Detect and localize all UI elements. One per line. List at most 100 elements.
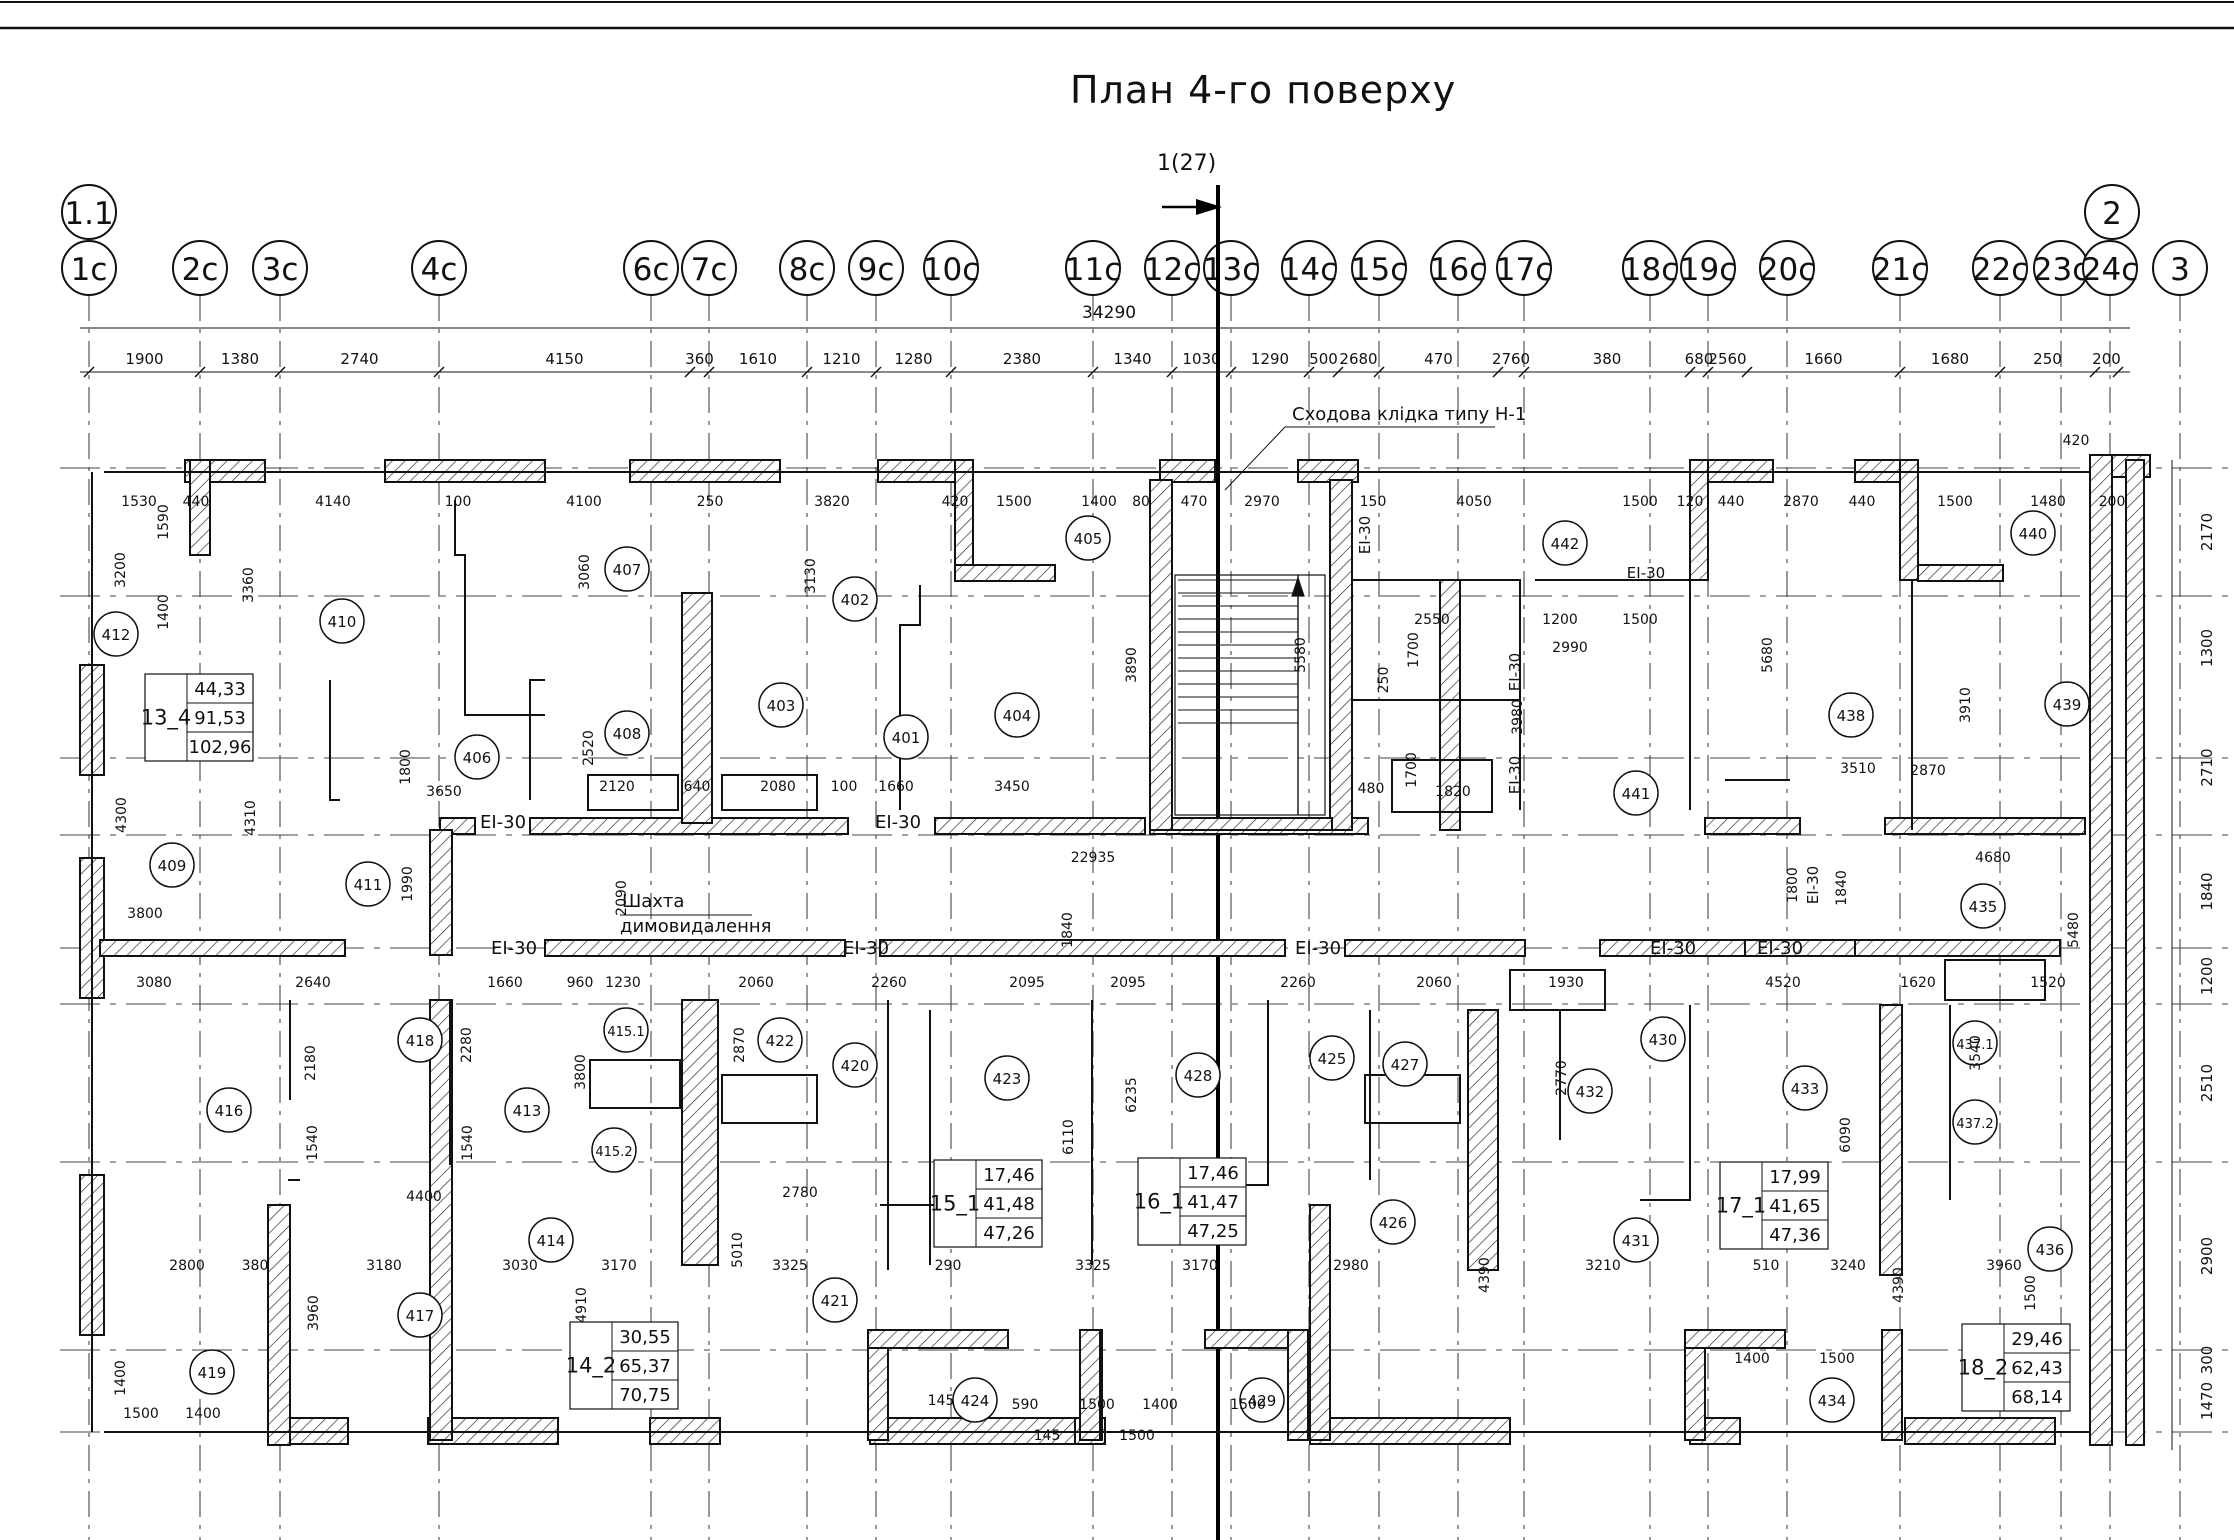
axis-label-18c: 18c [1622,252,1679,288]
axis-bubble-4c [411,240,467,296]
inner-dim-111: 4390 [1477,1257,1493,1293]
axis-label-13c: 13c [1203,252,1260,288]
inner-dim-29: 3130 [803,558,819,594]
inner-dim-71: 2060 [738,975,774,991]
room-429 [1239,1377,1285,1423]
inner-dim-43: 1820 [1435,784,1471,800]
inner-dim-124: 1400 [1734,1351,1770,1367]
dim-tick [433,366,445,378]
apt-id-16_1: 16_1 [1134,1190,1185,1215]
inner-dim-21: 1480 [2030,494,2066,510]
inner-dim-84: 2870 [732,1027,748,1063]
inner-dim-24: 3200 [113,552,129,588]
inner-dim-125: 1500 [1819,1351,1855,1367]
fire-rating-label-4: EI-30 [1295,938,1341,959]
room-label-433: 433 [1791,1080,1820,1098]
apt-area-with-balcony: 47,25 [1187,1221,1239,1242]
apt-living-area: 17,99 [1769,1167,1821,1188]
axis-label-17c: 17c [1496,252,1553,288]
inner-dim-88: 3540 [1968,1035,1984,1071]
inner-dim-36: 1200 [1542,612,1578,628]
room-label-430: 430 [1649,1031,1678,1049]
axis-label-9c: 9c [858,252,895,288]
inner-dim-48: 640 [684,779,711,795]
fire-rating-label-2: EI-30 [491,938,537,959]
dim-top-19: 1660 [1804,350,1842,368]
inner-dim-2: 4140 [315,494,351,510]
dim-top-4: 360 [685,350,714,368]
axis-bubble-21c [1872,240,1928,296]
room-label-440: 440 [2019,525,2048,543]
inner-dim-67: 2640 [295,975,331,991]
dim-top-2: 2740 [340,350,378,368]
dim-top-10: 1030 [1182,350,1220,368]
axis-label-1c: 1c [71,252,108,288]
apt-area-with-balcony: 70,75 [619,1385,671,1406]
inner-dim-115: 1500 [123,1406,159,1422]
apt-total-area: 65,37 [619,1356,671,1377]
inner-dim-86: 6235 [1124,1077,1140,1113]
dim-right-8: 1470 [2198,1382,2216,1420]
room-label-410: 410 [328,613,357,631]
dim-top-20: 1680 [1931,350,1969,368]
inner-dim-9: 1400 [1081,494,1117,510]
dim-right-4: 1200 [2198,957,2216,995]
room-436 [2027,1226,2073,1272]
inner-dim-77: 1930 [1548,975,1584,991]
overall-dimension-label: 34290 [1082,303,1136,323]
inner-dim-97: 3030 [502,1258,538,1274]
inner-dim-75: 2260 [1280,975,1316,991]
apt-living-area: 30,55 [619,1327,671,1348]
inner-dim-6: 3820 [814,494,850,510]
inner-dim-89: 6090 [1838,1117,1854,1153]
dim-top-0: 1900 [125,350,163,368]
room-407 [604,546,650,592]
section-cut-marker: 1(27) 34290 [1082,151,1222,1540]
room-412 [93,611,139,657]
inner-dim-81: 2180 [303,1045,319,1081]
inner-dim-10: 80 [1132,494,1150,510]
inner-dim-58: 4310 [243,800,259,836]
dim-tick [1518,366,1530,378]
inner-dim-54: 3510 [1840,761,1876,777]
room-label-409: 409 [158,857,187,875]
axis-label-21c: 21c [1872,252,1929,288]
inner-dim-95: 380 [242,1258,269,1274]
inner-dim-70: 1230 [605,975,641,991]
dim-top-5: 1610 [739,350,777,368]
room-439 [2044,681,2090,727]
fire-rating-label-5: EI-30 [1650,938,1696,959]
inner-dim-90: 4400 [406,1189,442,1205]
inner-dim-8: 1500 [996,494,1032,510]
room-403 [758,682,804,728]
inner-dim-0: 1530 [121,494,157,510]
inner-dim-94: 2800 [169,1258,205,1274]
apt-id-13_4: 13_4 [141,706,192,731]
inner-dim-66: 3080 [136,975,172,991]
room-437.2 [1952,1099,1998,1145]
fire-rating-label-v0: EI-30 [1356,516,1374,554]
dim-top-15: 2760 [1492,350,1530,368]
room-label-442: 442 [1551,535,1580,553]
room-label-419: 419 [198,1364,227,1382]
room-label-425: 425 [1318,1050,1347,1068]
inner-dim-107: 3960 [1986,1258,2022,1274]
axis-label-15c: 15c [1351,252,1408,288]
dim-right-0: 2170 [2198,513,2216,551]
walls [79,454,2151,1446]
inner-dim-42: 480 [1358,781,1385,797]
inner-dim-85: 6110 [1061,1119,1077,1155]
dim-tick [1741,366,1753,378]
inner-dim-49: 2080 [760,779,796,795]
axis-label-3: 3 [2170,252,2190,288]
room-label-423: 423 [993,1070,1022,1088]
inner-dim-104: 3210 [1585,1258,1621,1274]
room-421 [812,1277,858,1323]
inner-dim-19: 440 [1849,494,1876,510]
inner-dim-55: 2870 [1910,763,1946,779]
apt-table-17_1 [1719,1161,1829,1250]
dim-tick [1994,366,2006,378]
dim-right-1: 1300 [2198,629,2216,667]
